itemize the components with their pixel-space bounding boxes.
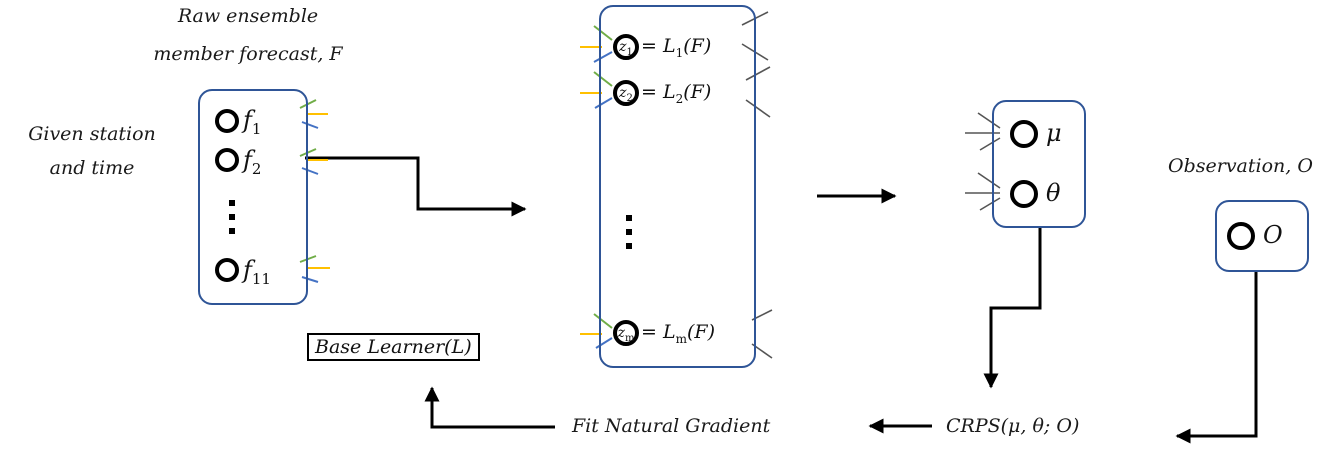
input-node-f2[interactable] bbox=[215, 148, 239, 172]
learner-eq-m: = Lm(F) bbox=[641, 321, 715, 346]
raw-ensemble-title-line2: member forecast, F bbox=[153, 43, 343, 65]
observation-title: Observation, O bbox=[1168, 155, 1313, 177]
learner-node-zm[interactable] bbox=[613, 320, 639, 346]
raw-ensemble-title-line1: Raw ensemble bbox=[177, 5, 319, 27]
fit-natural-gradient-label: Fit Natural Gradient bbox=[572, 415, 771, 437]
input-node-f1[interactable] bbox=[215, 109, 239, 133]
given-station-label-line2: and time bbox=[49, 157, 135, 179]
input-ellipsis bbox=[229, 200, 235, 242]
learner-layer-box bbox=[599, 5, 756, 368]
learner-node-z1-label: z1 bbox=[619, 39, 633, 58]
input-node-f11[interactable] bbox=[215, 258, 239, 282]
learner-node-zm-label: zm bbox=[617, 325, 635, 344]
output-node-theta-label: θ bbox=[1046, 179, 1061, 207]
arrow-input-to-learners bbox=[305, 156, 527, 217]
observation-box bbox=[1215, 200, 1309, 272]
learner-node-z1[interactable] bbox=[613, 34, 639, 60]
learner-input-stubs bbox=[580, 25, 613, 349]
output-node-mu-label: μ bbox=[1046, 119, 1062, 147]
crps-label: CRPS(μ, θ; O) bbox=[946, 415, 1080, 437]
arrow-gradient-to-base-learner bbox=[424, 386, 555, 429]
input-node-f1-label: f1 bbox=[243, 106, 262, 138]
input-node-f11-label: f11 bbox=[243, 256, 271, 288]
input-edge-stubs bbox=[299, 99, 330, 283]
arrow-observation-to-crps bbox=[1175, 271, 1258, 444]
output-input-stubs bbox=[965, 112, 1001, 211]
observation-node-label: O bbox=[1263, 221, 1283, 249]
learner-node-z2[interactable] bbox=[613, 80, 639, 106]
learner-eq-2: = L2(F) bbox=[641, 81, 712, 106]
arrow-output-to-crps bbox=[983, 226, 1042, 389]
output-node-mu[interactable] bbox=[1010, 120, 1038, 148]
observation-node[interactable] bbox=[1227, 222, 1255, 250]
input-layer-box bbox=[198, 89, 308, 305]
base-learner-box[interactable]: Base Learner(L) bbox=[307, 333, 480, 361]
given-station-label-line1: Given station bbox=[28, 123, 156, 145]
learner-ellipsis bbox=[626, 215, 632, 257]
learner-node-z2-label: z2 bbox=[619, 85, 633, 104]
output-layer-box bbox=[992, 100, 1086, 228]
output-node-theta[interactable] bbox=[1010, 180, 1038, 208]
learner-eq-1: = L1(F) bbox=[641, 35, 712, 60]
input-node-f2-label: f2 bbox=[243, 146, 262, 178]
